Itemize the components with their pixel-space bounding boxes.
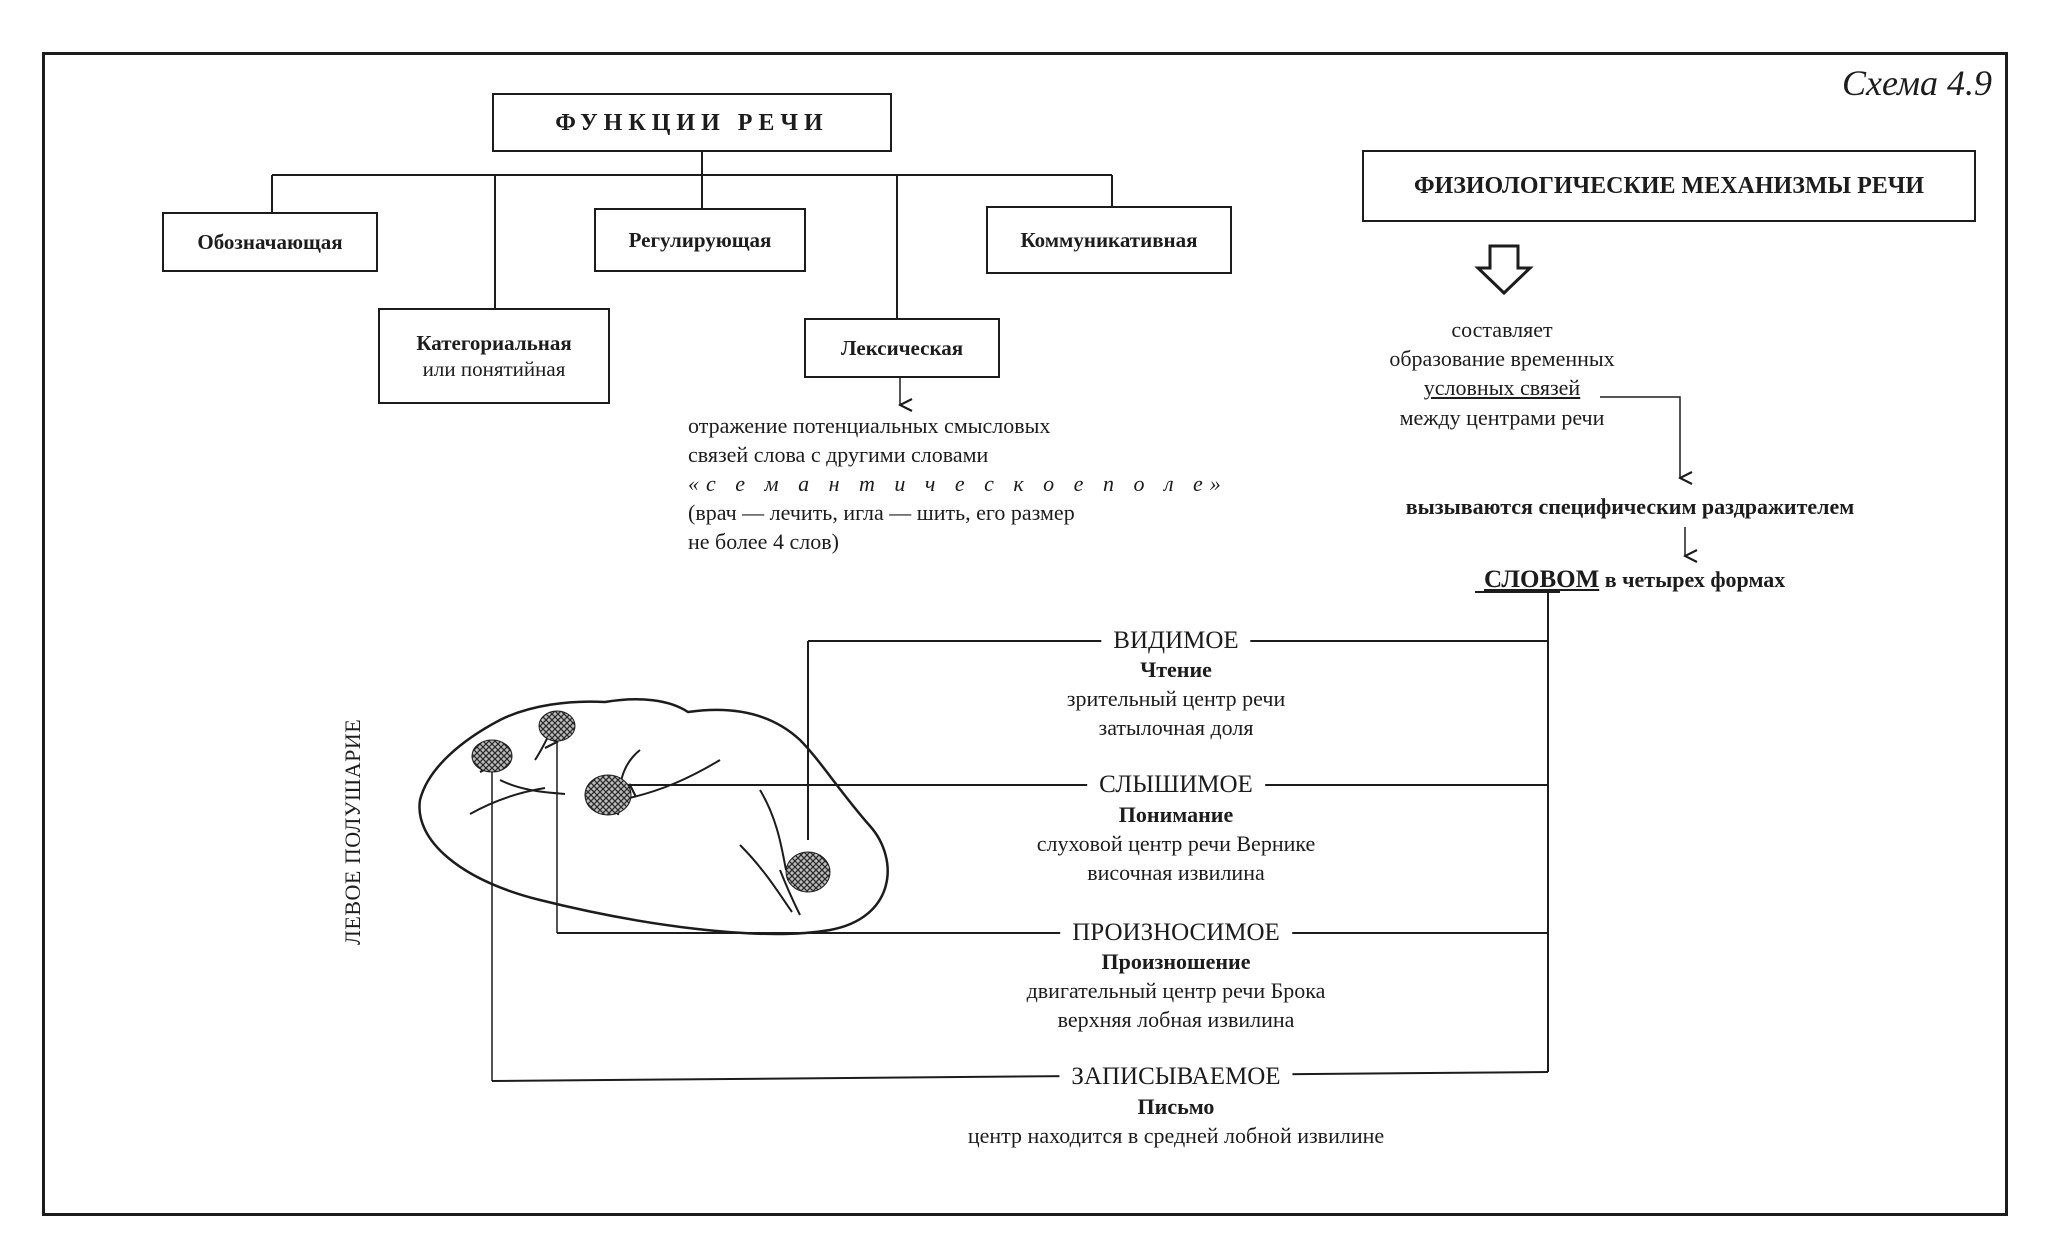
brain-outline <box>418 697 889 936</box>
link-written <box>491 1071 1549 1082</box>
word-forms-heading: СЛОВОМ в четырех формах <box>1484 564 1785 597</box>
links-arrow <box>1600 396 1680 478</box>
mechanisms-line2: образование временных <box>1389 346 1615 371</box>
lexical-desc-2: связей слова с другими словами <box>688 442 989 467</box>
form-written-center: центр находится в средней лобной извилин… <box>967 1123 1385 1148</box>
form-pronounced-process: Произношение <box>1101 949 1251 974</box>
wernicke-center <box>584 774 632 816</box>
visual-center <box>785 851 831 893</box>
mechanisms-title: ФИЗИОЛОГИЧЕСКИЕ МЕХАНИЗМЫ РЕЧИ <box>1362 150 1976 222</box>
form-visible-location: затылочная доля <box>1098 715 1254 740</box>
function-regulating: Регулирующая <box>594 208 806 272</box>
brain-sulcus-5 <box>759 789 787 871</box>
categorial-line2: или понятийная <box>422 357 566 381</box>
stimulus-text: вызываются специфическим раздражителем <box>1405 494 1855 519</box>
form-pronounced-center: двигательный центр речи Брока <box>1026 978 1326 1003</box>
broca-center <box>538 710 576 742</box>
lexical-desc-3: «с е м а н т и ч е с к о е п о л е» <box>688 471 1228 496</box>
diagram-frame <box>42 52 2008 1216</box>
speech-functions-title: ФУНКЦИИ РЕЧИ <box>492 93 892 152</box>
form-written-process: Письмо <box>1137 1094 1215 1119</box>
lexical-desc-1: отражение потенциальных смысловых <box>688 413 1051 438</box>
word-emphasis: СЛОВОМ <box>1484 566 1600 593</box>
mechanisms-line1: составляет <box>1451 317 1553 342</box>
word-forms-rest: в четырех формах <box>1599 567 1786 592</box>
form-written-label: ЗАПИСЫВАЕМОЕ <box>1059 1063 1293 1091</box>
form-audible-process: Понимание <box>1118 802 1234 827</box>
brain-sulcus-6 <box>739 844 793 913</box>
form-audible-center: слуховой центр речи Вернике <box>1036 831 1316 856</box>
function-lexical: Лексическая <box>804 318 1000 378</box>
mechanisms-line4: между центрами речи <box>1399 405 1605 430</box>
brain-sulcus-7 <box>779 869 801 916</box>
brain-sulcus-2 <box>499 779 566 795</box>
form-pronounced-location: верхняя лобная извилина <box>1057 1007 1295 1032</box>
function-communicative: Коммуникативная <box>986 206 1232 274</box>
mechanisms-line3: условных связей <box>1423 375 1581 400</box>
brain-sulcus-4 <box>619 759 721 801</box>
form-pronounced-label: ПРОИЗНОСИМОЕ <box>1060 919 1292 947</box>
lexical-desc-5: не более 4 слов) <box>688 529 839 554</box>
categorial-line1: Категориальная <box>416 330 572 355</box>
form-audible-label: СЛЫШИМОЕ <box>1087 771 1265 799</box>
form-audible-location: височная извилина <box>1087 860 1265 885</box>
function-denoting: Обозначающая <box>162 212 378 272</box>
function-categorial: Категориальная или понятийная <box>378 308 610 404</box>
writing-center <box>471 739 513 773</box>
hemisphere-label: ЛЕВОЕ ПОЛУШАРИЕ <box>340 718 365 945</box>
form-visible-center: зрительный центр речи <box>1066 686 1286 711</box>
form-visible-label: ВИДИМОЕ <box>1101 627 1251 655</box>
brain-sulcus-3 <box>469 787 546 815</box>
form-visible-process: Чтение <box>1140 657 1212 682</box>
mechanism-hollow-arrow <box>1474 244 1534 296</box>
scheme-label: Схема 4.9 <box>1841 63 1992 103</box>
lexical-desc-4: (врач — лечить, игла — шить, его размер <box>688 500 1075 525</box>
